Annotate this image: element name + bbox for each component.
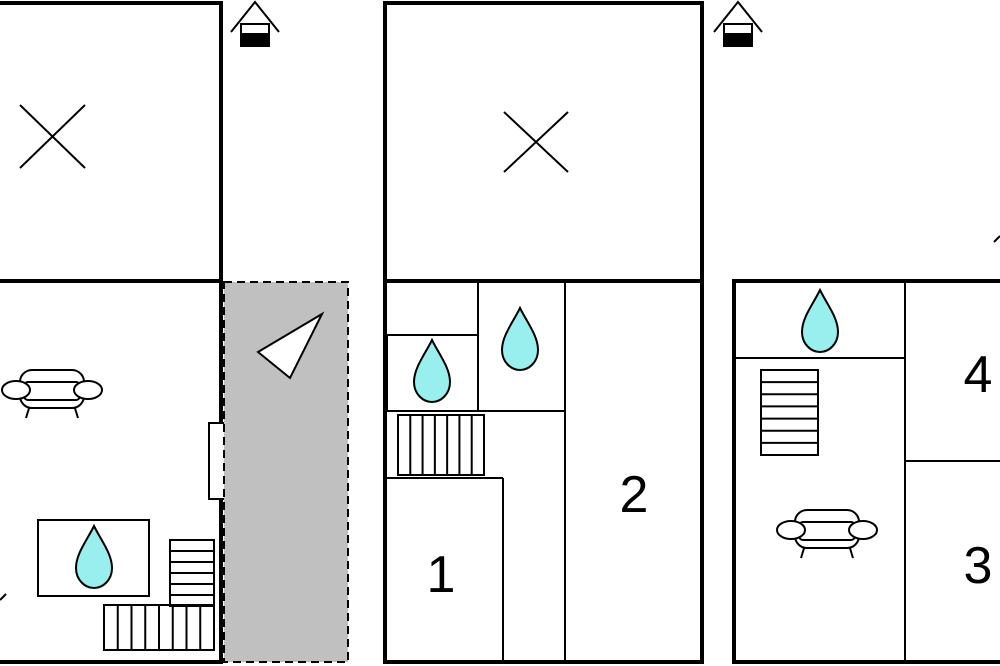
stairs-icon xyxy=(103,604,215,651)
stairs-icon xyxy=(169,539,215,607)
water-drop-icon xyxy=(801,289,839,353)
water-drop-icon xyxy=(413,339,451,403)
left-plan xyxy=(0,1,236,664)
room-1-label: 1 xyxy=(427,546,456,604)
sofa-icon xyxy=(1,369,103,419)
room-2-label: 2 xyxy=(620,466,649,524)
water-drop-icon xyxy=(501,307,539,371)
middle-plan: 1 2 xyxy=(383,1,704,664)
room-4-label: 4 xyxy=(964,346,993,404)
water-drop-icon xyxy=(75,525,113,589)
stairs-icon xyxy=(397,414,485,476)
house-icon xyxy=(713,1,763,47)
bath-box xyxy=(37,519,150,597)
stairs-icon xyxy=(760,369,819,456)
room-3-label: 3 xyxy=(964,537,993,595)
cross-icon xyxy=(503,111,569,173)
house-icon xyxy=(230,1,280,47)
cross-icon xyxy=(19,104,86,169)
right-plan: 4 3 xyxy=(732,235,1000,664)
sofa-icon xyxy=(776,509,878,559)
terrace xyxy=(223,281,349,663)
compass-arrow-icon xyxy=(256,311,325,380)
